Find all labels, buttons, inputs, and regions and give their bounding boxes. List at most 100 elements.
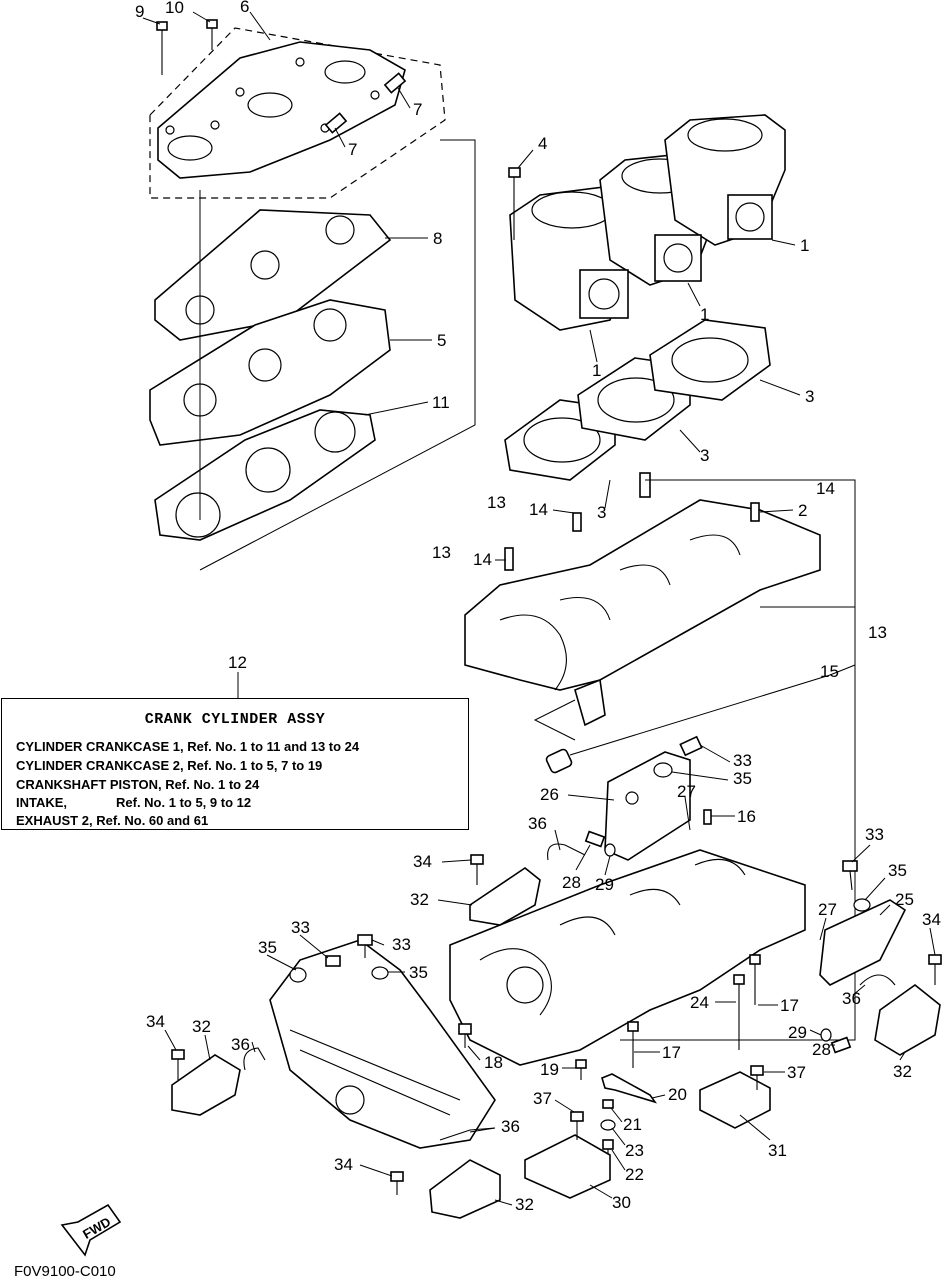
info-row-name: CYLINDER CRANKCASE 1,	[16, 739, 184, 754]
bolt-10	[206, 19, 218, 50]
callout-12: 12	[228, 653, 247, 672]
bolt-34-bottom	[390, 1171, 404, 1195]
leader-15	[569, 664, 856, 756]
bolt-34-upper	[470, 854, 484, 885]
bolt-9	[156, 21, 168, 75]
cylinder-gaskets	[504, 319, 771, 481]
info-row-name: INTAKE,	[16, 795, 68, 810]
bolt-4	[508, 167, 521, 240]
info-row-3: CRANKSHAFT PISTON, Ref. No. 1 to 24	[16, 777, 259, 792]
bolt-33-top	[679, 735, 703, 757]
callout-17-b: 17	[662, 1043, 681, 1062]
callout-29-b: 29	[788, 1023, 807, 1042]
washer-23	[600, 1119, 616, 1131]
hose-36-top	[547, 843, 586, 861]
info-row-5: EXHAUST 2, Ref. No. 60 and 61	[16, 813, 208, 828]
hose-36-left	[243, 1047, 266, 1071]
exhaust-side-cover	[269, 939, 496, 1149]
callout-37-b: 37	[533, 1089, 552, 1108]
cylinder-head-cover	[157, 41, 406, 179]
callout-24: 24	[690, 993, 709, 1012]
callout-1-c: 1	[592, 361, 601, 380]
pin-16	[703, 809, 712, 825]
callout-4: 4	[538, 134, 547, 153]
callout-25: 25	[895, 890, 914, 909]
callout-32-a: 32	[410, 890, 429, 909]
callout-33-d: 33	[392, 935, 411, 954]
info-row-2: CYLINDER CRANKCASE 2, Ref. No. 1 to 5, 7…	[16, 758, 322, 773]
head-gasket	[154, 209, 392, 341]
callout-34-c: 34	[146, 1012, 165, 1031]
callout-5: 5	[437, 331, 446, 350]
cylinder-gasket	[154, 409, 376, 541]
callout-7-b: 7	[348, 140, 357, 159]
engine-mount-32-right	[874, 983, 941, 1056]
callout-36-c: 36	[231, 1035, 250, 1054]
callout-7-a: 7	[413, 100, 422, 119]
callout-2: 2	[798, 501, 807, 520]
callout-18: 18	[484, 1053, 503, 1072]
bolt-18	[458, 1023, 472, 1048]
damper-block-30	[524, 1134, 611, 1199]
drawing-code: F0V9100-C010	[14, 1263, 116, 1280]
callout-22: 22	[625, 1165, 644, 1184]
callout-32-b: 32	[893, 1062, 912, 1081]
callout-labels: 9 10 6 7 7 8 5 11 4 1 1 1 3 3 3 14 2 13 …	[135, 0, 941, 1214]
bolt-33-right	[842, 860, 858, 891]
callout-6: 6	[240, 0, 249, 16]
callout-36-a: 36	[528, 814, 547, 833]
callout-9: 9	[135, 2, 144, 21]
washer-35-top	[653, 762, 673, 778]
bolt-34-right	[928, 954, 942, 985]
damper-block-31	[699, 1071, 771, 1129]
bolt-21	[602, 1099, 614, 1109]
callout-23: 23	[625, 1141, 644, 1160]
callout-28-a: 28	[562, 873, 581, 892]
upper-crankcase	[464, 499, 821, 727]
cylinder-block	[509, 114, 786, 331]
washer-29-top	[604, 843, 616, 857]
callout-27-a: 27	[677, 782, 696, 801]
callout-21: 21	[623, 1115, 642, 1134]
callout-13-b: 13	[432, 543, 451, 562]
callout-14-a: 14	[816, 479, 835, 498]
hose-36-right	[859, 974, 896, 986]
callout-33-c: 33	[291, 918, 310, 937]
callout-32-c: 32	[192, 1017, 211, 1036]
bolt-33-left-a	[325, 955, 341, 967]
callout-33-a: 33	[733, 751, 752, 770]
engine-mount-32-left	[171, 1054, 241, 1116]
bolt-17-right	[749, 954, 761, 1005]
dowel-pins	[504, 472, 760, 571]
callout-37-a: 37	[787, 1063, 806, 1082]
washer-35-right	[853, 898, 871, 912]
hose-36-bottom	[439, 1127, 496, 1141]
callout-35-c: 35	[258, 938, 277, 957]
callout-19: 19	[540, 1060, 559, 1079]
callout-1-a: 1	[800, 236, 809, 255]
callout-35-a: 35	[733, 769, 752, 788]
info-row-name: CRANKSHAFT PISTON,	[16, 777, 162, 792]
bolt-28-top	[584, 830, 606, 848]
callout-31: 31	[768, 1141, 787, 1160]
engine-mount-32-upper	[469, 867, 541, 926]
callout-35-d: 35	[409, 963, 428, 982]
washer-35-left-a	[289, 967, 307, 983]
callout-36-b: 36	[842, 989, 861, 1008]
callout-13-c: 13	[868, 623, 887, 642]
callout-26: 26	[540, 785, 559, 804]
callout-14-b: 14	[529, 500, 548, 519]
callout-17-a: 17	[780, 996, 799, 1015]
fitting-7-b	[324, 112, 348, 134]
fitting-7-a	[383, 72, 407, 94]
info-box-title: CRANK CYLINDER ASSY	[144, 711, 326, 728]
engine-mount-bracket-26	[604, 751, 691, 861]
engine-mount-bracket-25	[819, 899, 907, 986]
info-row-name: CYLINDER CRANKCASE 2,	[16, 758, 184, 773]
head-assembly-dashed-outline	[149, 27, 446, 199]
washer-35-left-b	[371, 966, 389, 980]
callout-13-a: 13	[487, 493, 506, 512]
bolt-17-center	[627, 1021, 639, 1068]
bolt-19	[575, 1059, 587, 1080]
callout-leaders	[142, 11, 936, 1206]
